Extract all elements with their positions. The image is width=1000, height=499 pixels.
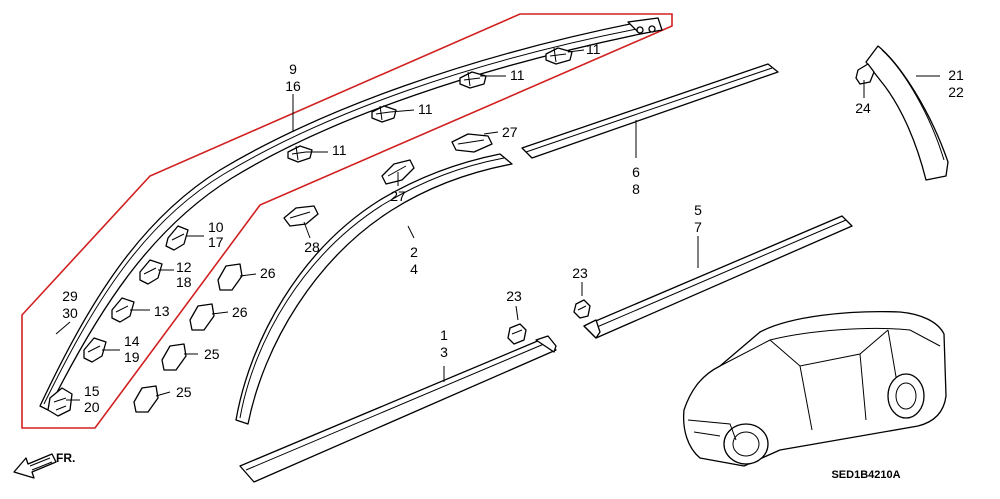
callout-20: 20 xyxy=(84,399,100,415)
rear-pillar-garnish xyxy=(865,45,949,181)
callout-21: 21 xyxy=(948,67,964,83)
callout-28: 28 xyxy=(304,239,320,255)
callout-13: 13 xyxy=(154,303,170,319)
callout-4: 4 xyxy=(410,261,418,277)
callout-23: 23 xyxy=(506,288,522,304)
callout-26: 26 xyxy=(232,304,248,320)
callout-12: 12 xyxy=(176,259,192,275)
belt-molding-lower xyxy=(583,215,853,339)
callout-9: 9 xyxy=(289,61,297,77)
clip-28 xyxy=(283,205,319,227)
clip-11-c xyxy=(459,71,487,89)
vehicle-illustration xyxy=(682,311,947,467)
leader-lines xyxy=(55,49,940,401)
side-sill-molding xyxy=(239,335,557,483)
callout-19: 19 xyxy=(124,349,140,365)
callout-27: 27 xyxy=(502,124,518,140)
callout-15: 15 xyxy=(84,383,100,399)
clip-11-b xyxy=(371,105,397,123)
callout-1: 1 xyxy=(440,327,448,343)
clip-25-a xyxy=(161,343,187,371)
callout-30: 30 xyxy=(62,305,78,321)
callout-2: 2 xyxy=(410,244,418,260)
callout-25: 25 xyxy=(204,346,220,362)
callout-10: 10 xyxy=(208,219,224,235)
clip-14-19 xyxy=(83,337,107,363)
callout-7: 7 xyxy=(694,219,702,235)
clip-10-17 xyxy=(165,225,189,251)
callout-11: 11 xyxy=(332,142,347,158)
callout-11: 11 xyxy=(418,101,433,117)
callout-18: 18 xyxy=(176,274,192,290)
callout-3: 3 xyxy=(440,344,448,360)
roof-molding xyxy=(39,17,663,411)
direction-label: FR. xyxy=(56,451,75,465)
clip-11-d xyxy=(545,47,573,65)
callout-29: 29 xyxy=(62,288,78,304)
front-pillar-molding xyxy=(235,153,513,425)
grommet-23-b xyxy=(573,299,591,319)
callout-16: 16 xyxy=(285,78,301,94)
clip-24 xyxy=(855,63,875,85)
callout-8: 8 xyxy=(632,181,640,197)
callout-22: 22 xyxy=(948,84,964,100)
grommet-23-a xyxy=(507,323,527,345)
front-direction-arrow xyxy=(13,453,57,479)
clip-11-a xyxy=(287,145,313,163)
belt-molding-upper xyxy=(521,63,779,159)
callout-26: 26 xyxy=(260,265,276,281)
clip-13 xyxy=(111,297,135,323)
callout-14: 14 xyxy=(124,333,140,349)
callout-24: 24 xyxy=(855,100,871,116)
callout-6: 6 xyxy=(632,164,640,180)
clip-26-a xyxy=(217,263,243,291)
callout-5: 5 xyxy=(694,202,702,218)
clip-25-b xyxy=(133,385,159,413)
callout-23: 23 xyxy=(572,265,588,281)
diagram-code: SED1B4210A xyxy=(831,469,900,481)
callout-17: 17 xyxy=(208,234,224,250)
clip-27-a xyxy=(451,133,493,153)
clip-12-18 xyxy=(139,259,163,285)
callout-11: 11 xyxy=(586,41,601,57)
callout-11: 11 xyxy=(510,67,525,83)
callout-25: 25 xyxy=(176,384,192,400)
callout-27: 27 xyxy=(390,188,406,204)
clip-26-b xyxy=(189,303,215,331)
roof-molding-group-outline xyxy=(21,13,673,429)
end-cap-15-20 xyxy=(47,387,73,417)
